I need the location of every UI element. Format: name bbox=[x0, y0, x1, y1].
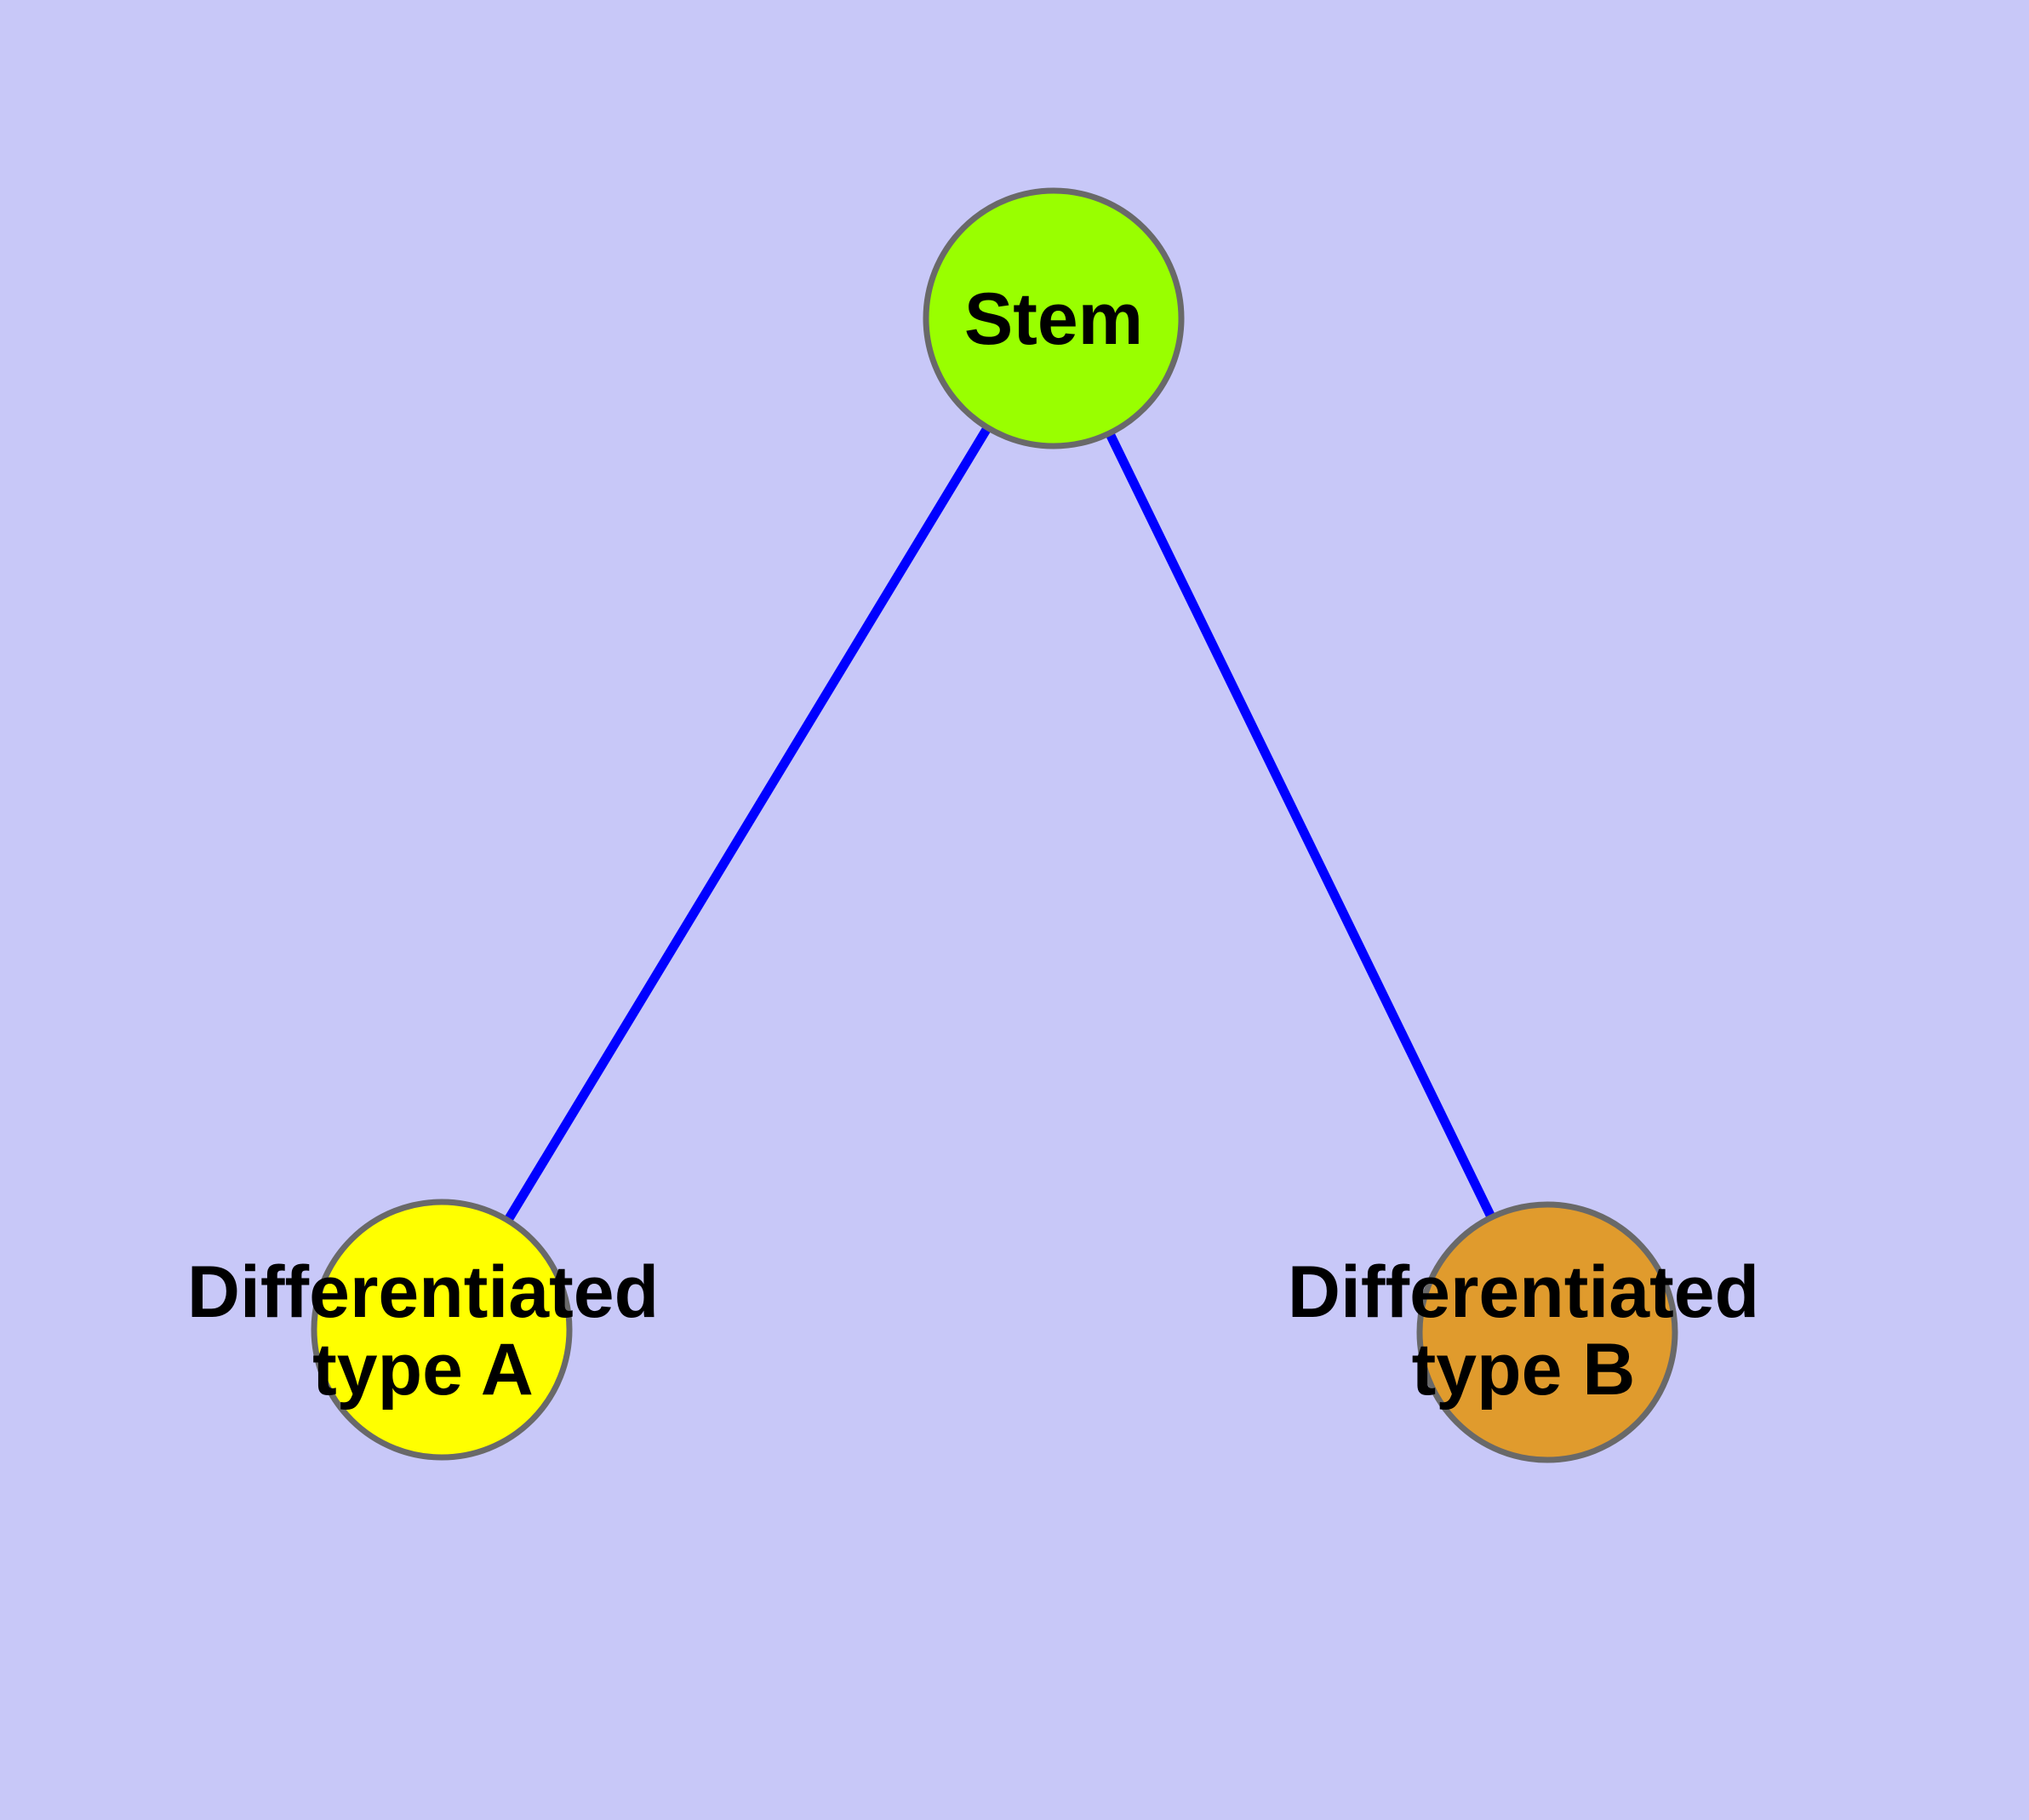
nodes-group bbox=[311, 187, 1678, 1463]
node-stem[interactable] bbox=[923, 187, 1185, 449]
edges-group bbox=[504, 426, 1495, 1222]
node-differentiated-type-b[interactable] bbox=[1416, 1201, 1678, 1463]
edge-stem-to-differentiated-b[interactable] bbox=[1106, 432, 1495, 1218]
edge-stem-to-differentiated-a[interactable] bbox=[504, 426, 992, 1222]
node-differentiated-type-a[interactable] bbox=[311, 1199, 573, 1461]
